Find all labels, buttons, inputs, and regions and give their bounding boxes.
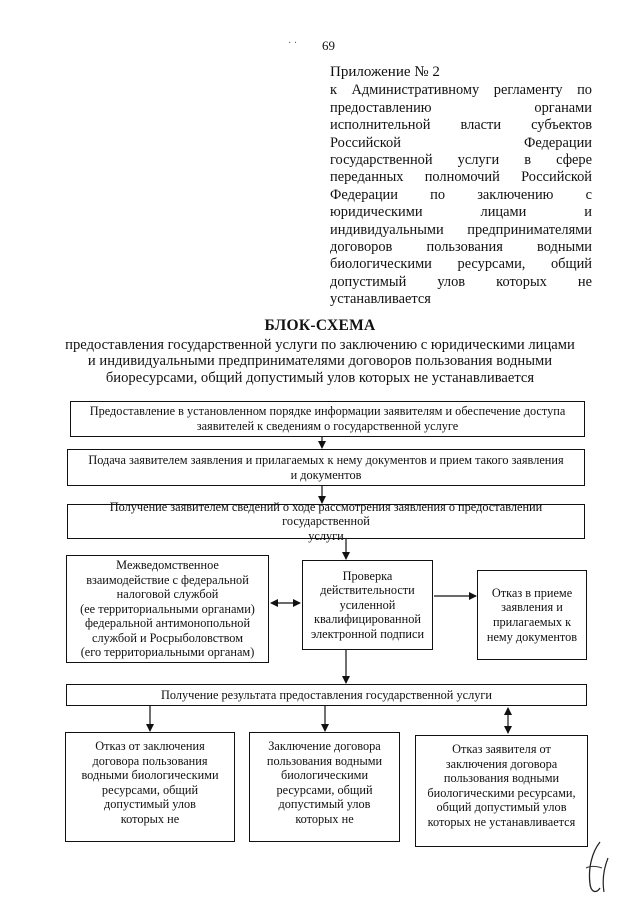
annex-line: переданных полномочий Российской	[330, 169, 592, 186]
box-text-line: квалифицированной	[314, 612, 421, 627]
box-text-line: Отказ в приеме	[491, 585, 573, 600]
box-text-line: услуги	[308, 528, 344, 543]
step-interagency-interaction: Межведомственное взаимодействие с федера…	[66, 555, 269, 663]
annex-line: индивидуальными предпринимателями	[330, 221, 592, 238]
annex-block: Приложение № 2 к Административному регла…	[330, 64, 592, 308]
annex-line: Федерации по заключению с	[330, 186, 592, 203]
box-text-line: прилагаемых к	[492, 615, 572, 629]
subtitle-line: биоресурсами, общий допустимый улов кото…	[105, 369, 535, 386]
box-text-line: Межведомственное	[116, 557, 219, 572]
box-text-line: допустимый улов	[278, 797, 371, 812]
scan-specks: · ·	[288, 38, 298, 49]
box-text-line: общий допустимый улов	[436, 800, 567, 815]
box-text-line: взаимодействие с федеральной	[86, 572, 249, 587]
box-text-line: биологическими ресурсами,	[427, 785, 576, 800]
box-text-line: Предоставление в установленном порядке и…	[89, 404, 566, 419]
box-text-line: Отказ от заключения	[95, 739, 205, 753]
annex-line: устанавливается	[330, 291, 431, 308]
box-text-line: которых не	[295, 811, 354, 826]
box-text-line: действительности	[320, 583, 415, 598]
annex-line: Российской Федерации	[330, 134, 592, 151]
page-number: 69	[322, 38, 335, 53]
document-subtitle: предоставления государственной услуги по…	[40, 337, 600, 386]
annex-line: допустимый улов которых не	[330, 273, 592, 290]
document-heading: БЛОК-СХЕМА	[264, 317, 376, 334]
annex-line: к Административному регламенту по	[330, 82, 592, 99]
box-text-line: и документов	[290, 467, 362, 482]
box-text-line: допустимый улов	[104, 797, 196, 812]
annex-title: Приложение № 2	[330, 64, 440, 80]
step-information-access: Предоставление в установленном порядке и…	[70, 401, 585, 437]
step-status-information: Получение заявителем сведений о ходе рас…	[67, 500, 585, 543]
box-text-line: ресурсами, общий	[276, 782, 373, 797]
box-text-line: федеральной антимонопольной	[84, 616, 251, 631]
box-text-line: Проверка	[342, 568, 393, 583]
annex-line: исполнительной власти субъектов	[330, 117, 592, 134]
box-text-line: пользования водными	[266, 753, 383, 768]
box-text-line: заявления и	[501, 600, 563, 615]
box-text-line: (ее территориальными органами)	[80, 601, 255, 616]
subtitle-line: предоставления государственной услуги по…	[65, 337, 575, 353]
annex-line: юридическими лицами и	[330, 204, 592, 221]
box-text-line: водными биологическими	[81, 768, 219, 783]
step-refusal-acceptance: Отказ в приеме заявления и прилагаемых к…	[477, 570, 587, 660]
outcome-refusal-contract: Отказ от заключения договора пользования…	[65, 732, 235, 842]
box-text-line: биологическими	[280, 768, 369, 783]
box-text-line: Подача заявителем заявления и прилагаемы…	[88, 452, 564, 467]
box-text-line: которых не	[120, 811, 180, 826]
box-text-line: Заключение договора	[268, 739, 381, 753]
box-text-line: Получение заявителем сведений о ходе рас…	[109, 499, 543, 529]
annex-line: государственной услуги в сфере	[330, 151, 592, 168]
box-text-line: заявителей к сведениям о государственной…	[196, 419, 459, 433]
box-text-line: электронной подписи	[310, 626, 425, 641]
step-signature-verification: Проверка действительности усиленной квал…	[302, 560, 433, 650]
annex-line: договоров пользования водными	[330, 238, 592, 255]
subtitle-line: и индивидуальными предпринимателями дого…	[87, 353, 553, 370]
box-text-line: которых не устанавливается	[427, 814, 576, 829]
outcome-applicant-refusal: Отказ заявителя от заключения договора п…	[415, 735, 588, 847]
step-application-submission: Подача заявителем заявления и прилагаемы…	[67, 449, 585, 486]
box-text-line: усиленной	[339, 597, 396, 612]
box-text-line: налоговой службой	[116, 587, 219, 602]
box-text-line: (его территориальными органам)	[80, 645, 255, 660]
box-text-line: Получение результата предоставления госу…	[161, 687, 492, 702]
box-text-line: нему документов	[486, 629, 578, 644]
outcome-contract-conclusion: Заключение договора пользования водными …	[249, 732, 400, 842]
step-service-result: Получение результата предоставления госу…	[66, 684, 587, 706]
annex-line: биологическими ресурсами, общий	[330, 256, 592, 273]
box-text-line: договора пользования	[92, 753, 208, 768]
box-text-line: ресурсами, общий	[101, 782, 199, 797]
box-text-line: пользования водными	[443, 771, 560, 786]
box-text-line: заключения договора	[445, 756, 558, 771]
box-text-line: службой и Росрыболовством	[92, 630, 243, 645]
annex-line: предоставлению органами	[330, 99, 592, 116]
box-text-line: Отказ заявителя от	[452, 742, 551, 756]
handwritten-signature	[585, 841, 609, 893]
